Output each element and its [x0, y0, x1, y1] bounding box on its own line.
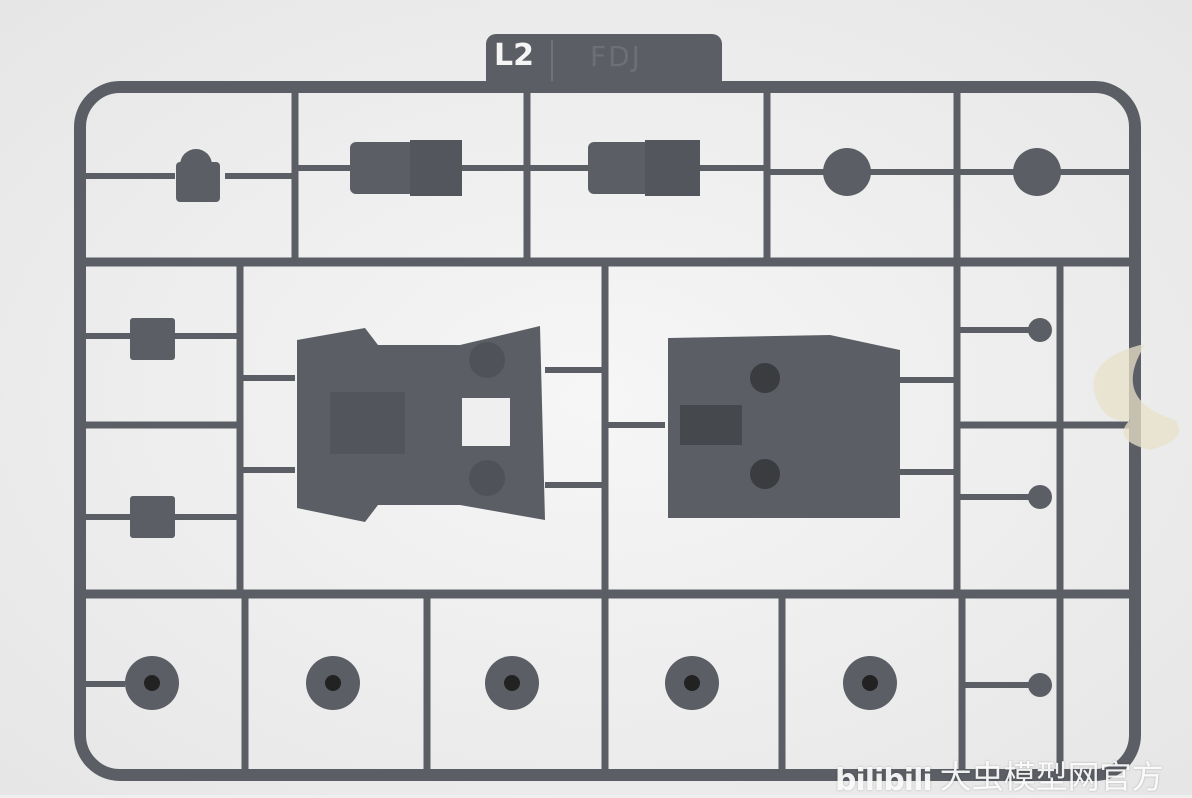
- clear-part: [1093, 345, 1180, 450]
- watermark-text: 大虫模型网官方: [939, 758, 1164, 796]
- bottom-row-parts: [125, 656, 897, 710]
- middle-parts: [130, 318, 1052, 697]
- runner-tag-code: FDJ: [590, 40, 642, 73]
- watermark: bilibili 大虫模型网官方: [835, 752, 1164, 798]
- top-row-parts: [176, 140, 1061, 202]
- runner-tag: [486, 34, 722, 90]
- runner-tag-label: L2: [494, 38, 534, 73]
- bilibili-logo: bilibili: [835, 763, 933, 798]
